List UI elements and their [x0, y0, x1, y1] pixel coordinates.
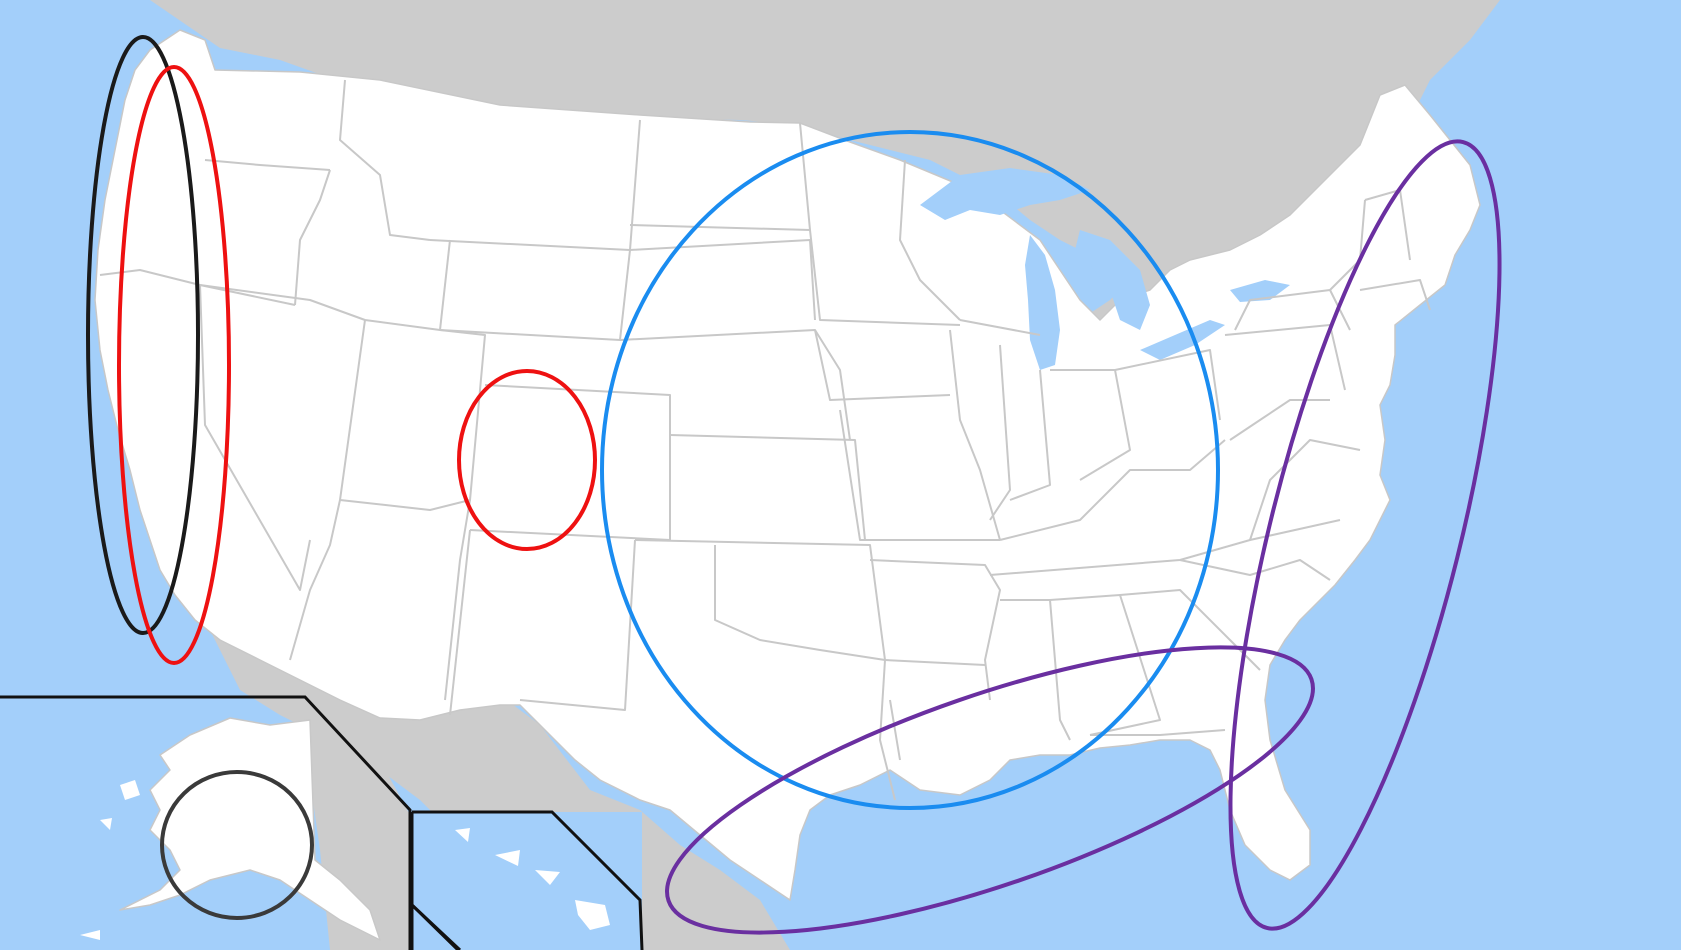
hawaii-island: [575, 900, 610, 930]
canada-land: [150, 0, 1500, 345]
hawaii-island: [455, 828, 470, 842]
alaska-island: [120, 780, 140, 800]
alaska-inset: [0, 695, 412, 950]
alaska-land: [119, 717, 381, 941]
alaska-dark-gray-ring: [160, 770, 314, 920]
alaska-island: [80, 930, 100, 940]
hawaii-island: [495, 850, 520, 866]
hawaii-inset: [410, 810, 644, 950]
west-coast-red-ring: [117, 65, 231, 665]
mexico-land: [210, 630, 790, 950]
lake-superior: [920, 168, 1090, 220]
hawaii-island: [535, 870, 560, 885]
state-borders: [99, 79, 1431, 801]
hawaii-frame-right: [412, 810, 644, 950]
lake-erie: [1140, 320, 1225, 360]
colorado-red-ring: [457, 369, 597, 551]
lake-ontario: [1230, 280, 1290, 302]
hawaii-frame-left: [410, 812, 460, 950]
alaska-inset-frame: [0, 695, 412, 950]
gulf-coast-purple-ring: [665, 645, 1315, 935]
west-coast-black-ring: [86, 35, 200, 635]
alaska-island: [100, 818, 112, 830]
central-blue-ring: [600, 130, 1220, 810]
lake-huron: [1075, 230, 1150, 330]
highlight-rings: [86, 35, 1502, 935]
east-coast-purple-ring: [1228, 139, 1502, 931]
hawaii-inset-water: [412, 812, 642, 950]
lake-michigan: [1025, 235, 1060, 370]
